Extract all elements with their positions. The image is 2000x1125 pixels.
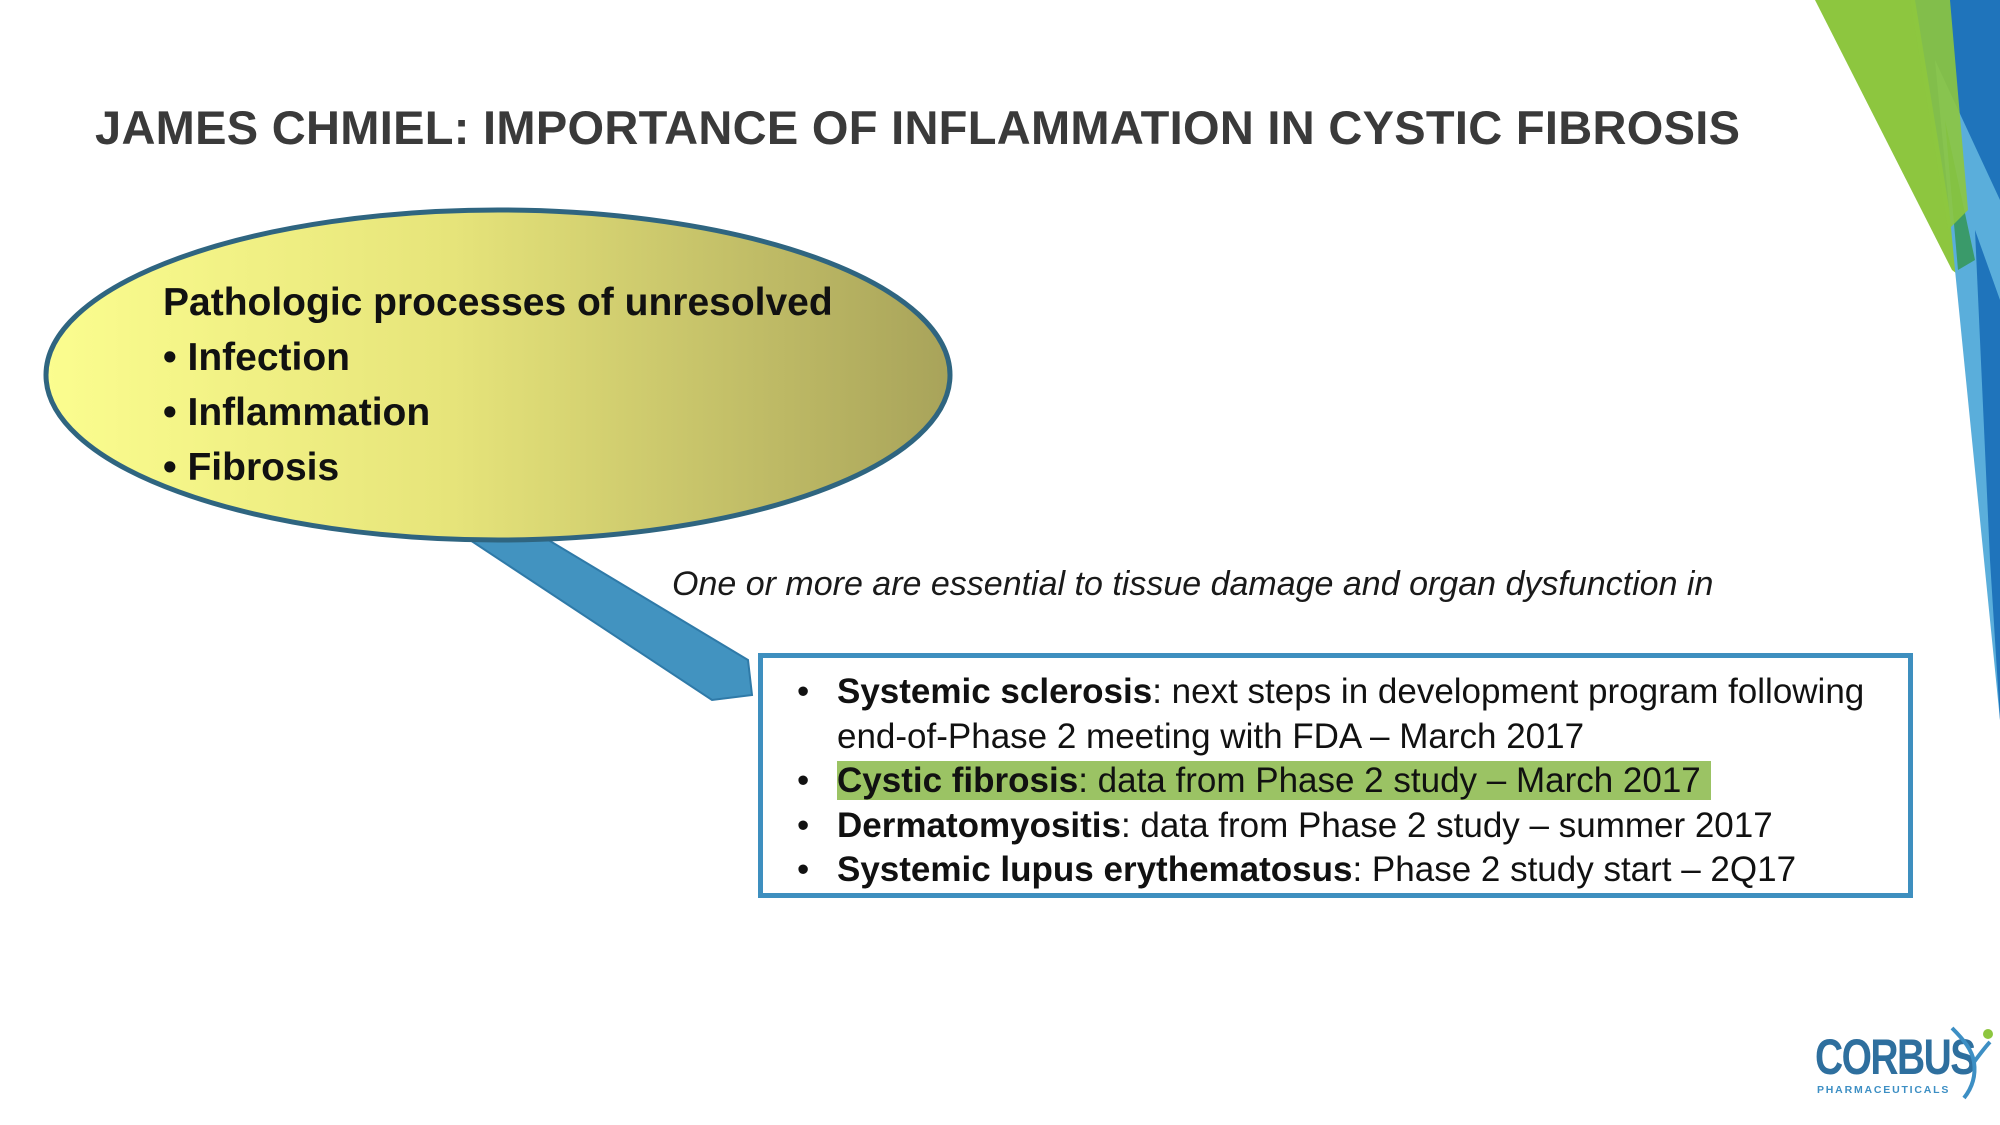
caption-text: One or more are essential to tissue dama…: [672, 565, 1714, 603]
indication-item-lupus: • Systemic lupus erythematosus: Phase 2 …: [777, 848, 1907, 893]
corner-accent: [1815, 0, 2000, 720]
corbus-logo: CORBUS PHARMACEUTICALS: [1815, 1026, 1995, 1118]
callout-item-infection: • Infection: [163, 336, 350, 379]
bullet: •: [797, 805, 810, 845]
indication-detail: : Phase 2 study start – 2Q17: [1352, 850, 1797, 889]
indication-name: Dermatomyositis: [837, 805, 1121, 845]
indications-list: • Systemic sclerosis: next steps in deve…: [777, 670, 1907, 893]
logo-wordmark: CORBUS: [1815, 1029, 1976, 1085]
indication-name: Systemic lupus erythematosus: [837, 850, 1353, 889]
logo-figure-icon: [1950, 1026, 1993, 1100]
indication-item-cystic-fibrosis: • Cystic fibrosis: data from Phase 2 stu…: [777, 759, 1907, 804]
indication-name: Systemic sclerosis: [837, 672, 1153, 711]
indication-detail: : data from Phase 2 study – March 2017: [1078, 761, 1701, 800]
bullet: •: [797, 761, 810, 800]
indication-name: Cystic fibrosis: [837, 761, 1079, 800]
indication-detail: : data from Phase 2 study – summer 2017: [1120, 805, 1773, 845]
bullet: •: [797, 672, 810, 711]
callout-ellipse: [43, 207, 953, 543]
indication-item-systemic-sclerosis: • Systemic sclerosis: next steps in deve…: [777, 670, 1907, 759]
slide-title: JAMES CHMIEL: IMPORTANCE OF INFLAMMATION…: [95, 101, 1741, 154]
bullet: •: [797, 850, 810, 889]
indication-detail: : next steps in development program foll…: [837, 672, 1865, 756]
callout-arrow: [466, 533, 754, 702]
callout-item-fibrosis: • Fibrosis: [163, 446, 340, 489]
indication-item-dermatomyositis: • Dermatomyositis: data from Phase 2 stu…: [777, 804, 1907, 849]
callout-heading: Pathologic processes of unresolved: [163, 281, 833, 324]
logo-subtitle: PHARMACEUTICALS: [1817, 1084, 1951, 1096]
highlight-marker: Cystic fibrosis: data from Phase 2 study…: [837, 761, 1711, 800]
indications-box: • Systemic sclerosis: next steps in deve…: [758, 653, 1913, 898]
callout-item-inflammation: • Inflammation: [163, 391, 431, 434]
callout-text: Pathologic processes of unresolved • Inf…: [163, 275, 943, 495]
